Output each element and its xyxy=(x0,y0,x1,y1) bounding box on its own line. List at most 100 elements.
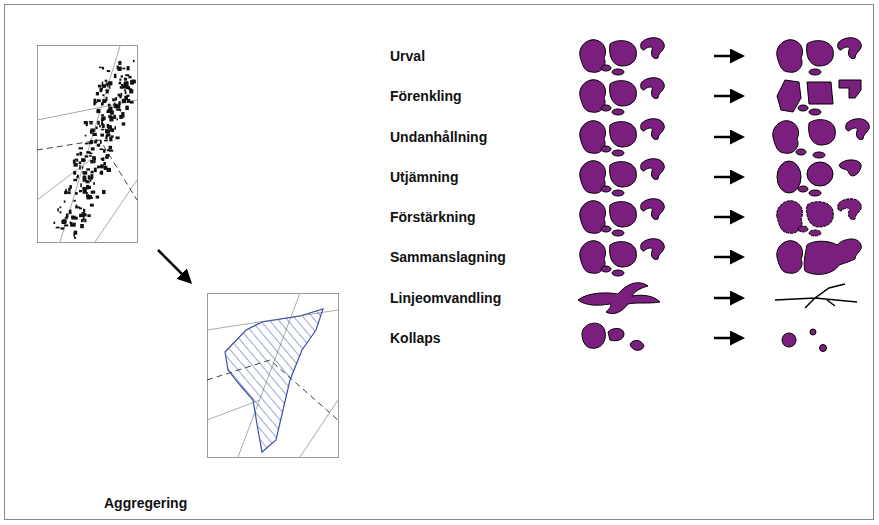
building xyxy=(133,60,135,62)
building xyxy=(68,191,71,194)
building xyxy=(79,190,82,192)
building xyxy=(79,147,83,149)
building xyxy=(118,101,120,105)
transform-arrow xyxy=(158,250,190,282)
building xyxy=(80,224,84,228)
building xyxy=(127,66,130,70)
building xyxy=(99,125,101,127)
building xyxy=(72,223,75,227)
building xyxy=(109,85,111,88)
building xyxy=(84,219,86,223)
building xyxy=(100,171,104,174)
building xyxy=(126,95,129,97)
building xyxy=(107,124,109,128)
building xyxy=(130,101,134,104)
building xyxy=(70,221,72,224)
building xyxy=(83,209,85,212)
building xyxy=(132,80,136,84)
row-arrows xyxy=(714,56,742,338)
building xyxy=(93,160,95,164)
building xyxy=(93,133,97,136)
building xyxy=(82,171,86,174)
operator-label: Utjämning xyxy=(390,168,458,186)
building xyxy=(97,121,99,125)
building xyxy=(128,86,130,90)
building xyxy=(92,156,96,160)
building xyxy=(80,183,82,187)
building xyxy=(108,81,112,85)
building xyxy=(109,150,113,152)
building xyxy=(73,232,75,236)
building xyxy=(103,162,106,165)
building xyxy=(130,80,134,84)
building xyxy=(101,129,104,131)
building xyxy=(122,99,126,103)
building xyxy=(124,78,127,81)
building xyxy=(74,163,78,167)
building xyxy=(96,92,99,95)
building xyxy=(83,176,87,179)
building xyxy=(124,81,128,85)
building xyxy=(132,80,135,83)
building xyxy=(83,190,87,194)
building xyxy=(79,161,82,164)
building xyxy=(64,200,66,202)
building xyxy=(109,137,112,141)
building xyxy=(81,158,84,161)
building xyxy=(120,109,122,111)
building xyxy=(105,89,109,91)
building xyxy=(86,122,88,126)
building xyxy=(91,147,95,150)
building xyxy=(86,180,90,183)
building xyxy=(121,75,123,77)
building xyxy=(100,148,104,150)
building xyxy=(97,109,100,113)
building xyxy=(94,140,97,143)
building xyxy=(97,99,101,102)
building xyxy=(101,116,105,120)
building xyxy=(101,158,103,160)
building xyxy=(114,74,117,78)
building xyxy=(71,216,75,219)
building xyxy=(108,116,112,118)
building xyxy=(99,166,103,168)
building xyxy=(127,99,130,103)
building xyxy=(125,74,129,76)
building xyxy=(89,142,93,144)
building xyxy=(90,123,93,125)
building xyxy=(102,119,105,121)
building xyxy=(99,67,102,69)
building xyxy=(115,97,117,100)
building xyxy=(122,68,125,70)
operator-examples xyxy=(578,38,869,352)
building xyxy=(89,121,93,123)
building xyxy=(102,84,106,88)
building xyxy=(95,139,97,142)
operator-label: Linjeomvandling xyxy=(390,289,501,307)
building xyxy=(125,91,127,94)
building xyxy=(66,214,68,218)
building xyxy=(108,115,112,117)
arrow xyxy=(714,55,742,58)
building xyxy=(97,144,100,147)
building xyxy=(89,153,92,155)
building xyxy=(89,155,92,157)
operator-label: Förenkling xyxy=(390,87,462,105)
building xyxy=(93,102,96,104)
building xyxy=(79,165,81,169)
arrow xyxy=(714,297,742,300)
building xyxy=(106,91,109,94)
building xyxy=(82,158,85,162)
building xyxy=(100,134,104,137)
building xyxy=(69,210,72,214)
building xyxy=(85,143,88,145)
building xyxy=(114,126,116,130)
building xyxy=(73,171,76,175)
building xyxy=(91,171,94,174)
building xyxy=(128,76,131,79)
building xyxy=(59,206,61,208)
building xyxy=(106,134,110,137)
building xyxy=(85,135,87,137)
building xyxy=(125,106,129,110)
building xyxy=(83,213,87,216)
